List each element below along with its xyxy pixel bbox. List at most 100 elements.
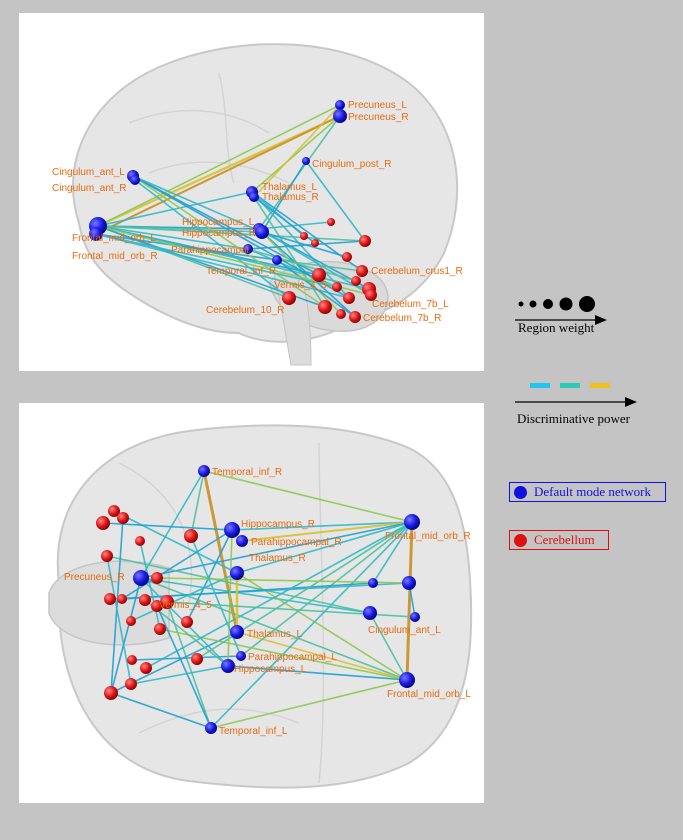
connection-edge bbox=[261, 231, 348, 258]
dmn-node bbox=[133, 570, 149, 586]
discriminative-power-arrow-icon bbox=[515, 397, 637, 407]
cerebellum-node bbox=[127, 655, 137, 665]
label-vermis: Vermis_4_5 bbox=[159, 600, 212, 611]
cerebellum-node bbox=[311, 239, 319, 247]
cerebellum-node bbox=[117, 594, 127, 604]
label-parahippocampal-l: Parahippocampal_L bbox=[248, 652, 337, 663]
region-labels: Temporal_inf_R Hippocampus_R Parahippoca… bbox=[64, 467, 471, 737]
connection-edge bbox=[97, 104, 341, 227]
label-parahippocampal: Parahippocampal bbox=[171, 245, 249, 256]
connection-edge bbox=[190, 470, 205, 537]
cerebellum-node bbox=[318, 300, 332, 314]
label-temporal-inf-l: Temporal_inf_L bbox=[219, 726, 288, 737]
cerebellum-node bbox=[356, 265, 368, 277]
cerebellum-node bbox=[117, 512, 129, 524]
connection-edge bbox=[258, 221, 332, 230]
dmn-node bbox=[402, 576, 416, 590]
label-frontal-mid-orb-r: Frontal_mid_orb_R bbox=[72, 251, 158, 262]
connection-edge bbox=[253, 196, 326, 308]
cerebellum-node bbox=[365, 289, 377, 301]
connection-edge bbox=[210, 679, 408, 729]
dmn-node bbox=[236, 535, 248, 547]
label-cerebelum-10-r: Cerebelum_10_R bbox=[206, 305, 284, 316]
connection-edge bbox=[156, 577, 410, 584]
cerebellum-node bbox=[327, 218, 335, 226]
connection-edge bbox=[95, 115, 341, 235]
region-weight-label: Region weight bbox=[518, 320, 595, 335]
cerebellum-node bbox=[160, 595, 174, 609]
cerebellum-node bbox=[312, 268, 326, 282]
label-cingulum-ant-l: Cingulum_ant_L bbox=[368, 625, 441, 636]
dmn-node bbox=[335, 100, 345, 110]
cerebellum-node bbox=[154, 623, 166, 635]
label-hippocampus-r: Hippocampus_R bbox=[241, 519, 315, 530]
region-weight-arrow-icon bbox=[515, 315, 607, 325]
cerebellum-label: Cerebellum bbox=[534, 532, 595, 547]
label-cingulum-ant-r: Cingulum_ant_R bbox=[52, 183, 127, 194]
legend-cerebellum: Cerebellum bbox=[509, 530, 609, 550]
cerebellum-node bbox=[125, 678, 137, 690]
label-precuneus-r: Precuneus_R bbox=[64, 572, 125, 583]
cerebellum-node bbox=[359, 235, 371, 247]
cerebellum-node bbox=[140, 662, 152, 674]
edges bbox=[95, 104, 372, 318]
edge-color-mid bbox=[560, 383, 580, 388]
connection-edge bbox=[95, 233, 350, 299]
label-precuneus-r: Precuneus_R bbox=[348, 112, 409, 123]
cerebellum-node bbox=[332, 282, 342, 292]
dmn-node bbox=[236, 651, 246, 661]
connection-edge bbox=[121, 529, 233, 600]
connection-edge bbox=[131, 655, 242, 661]
brain-outline bbox=[56, 424, 473, 789]
connection-edge bbox=[97, 225, 372, 296]
cerebellum-node bbox=[126, 616, 136, 626]
label-thalamus-r: Thalamus_R bbox=[249, 553, 306, 564]
label-thalamus-l: Thalamus_L bbox=[247, 629, 302, 640]
dmn-node bbox=[89, 227, 103, 241]
connection-edge bbox=[240, 521, 413, 657]
dmn-node bbox=[363, 606, 377, 620]
connection-edge bbox=[140, 577, 371, 614]
connection-edge bbox=[236, 521, 413, 574]
dmn-node bbox=[221, 659, 235, 673]
dmn-node bbox=[399, 672, 415, 688]
cerebellum-node bbox=[104, 686, 118, 700]
connection-edge bbox=[95, 233, 338, 288]
label-hippocampus-r: Hippocampus_R bbox=[182, 228, 256, 239]
connection-edge bbox=[210, 521, 413, 729]
dmn-dot-icon bbox=[514, 485, 527, 499]
cerebellum-node bbox=[342, 252, 352, 262]
connection-edge bbox=[405, 521, 414, 681]
dmn-node bbox=[404, 514, 420, 530]
dmn-node bbox=[249, 192, 259, 202]
label-temporal-inf-r: Temporal_inf_R bbox=[212, 467, 282, 478]
edge-color-low bbox=[530, 383, 550, 388]
label-hippocampus-l: Hippocampus_L bbox=[234, 664, 307, 675]
connection-edge bbox=[102, 522, 233, 531]
cerebellum-node bbox=[181, 616, 193, 628]
edge-color-scale bbox=[530, 383, 610, 388]
label-cingulum-ant-l: Cingulum_ant_L bbox=[52, 167, 125, 178]
region-labels: Precuneus_L Precuneus_R Cingulum_post_R … bbox=[52, 100, 463, 324]
connection-edge bbox=[156, 605, 212, 729]
axial-brain-view: Temporal_inf_R Hippocampus_R Parahippoca… bbox=[19, 403, 484, 803]
cerebellum-node bbox=[96, 516, 110, 530]
connection-edge bbox=[97, 114, 341, 228]
label-cerebelum-7b-r: Cerebelum_7b_R bbox=[363, 313, 441, 324]
discriminative-power-label: Discriminative power bbox=[517, 411, 630, 426]
dmn-node bbox=[368, 578, 378, 588]
connection-edge bbox=[372, 521, 413, 584]
cerebellum-node bbox=[151, 600, 163, 612]
cerebellum-node bbox=[184, 529, 198, 543]
connection-edge bbox=[97, 225, 249, 250]
connection-edge bbox=[251, 115, 341, 193]
connection-edge bbox=[140, 521, 413, 579]
connection-edge bbox=[227, 529, 233, 667]
connection-edge bbox=[186, 529, 233, 623]
nodes bbox=[89, 100, 377, 323]
connection-edge bbox=[110, 577, 142, 694]
cerebellum-node bbox=[151, 572, 163, 584]
legend-default-mode-network: Default mode network bbox=[509, 482, 666, 502]
dmn-node bbox=[243, 244, 253, 254]
connection-edge bbox=[134, 179, 290, 299]
